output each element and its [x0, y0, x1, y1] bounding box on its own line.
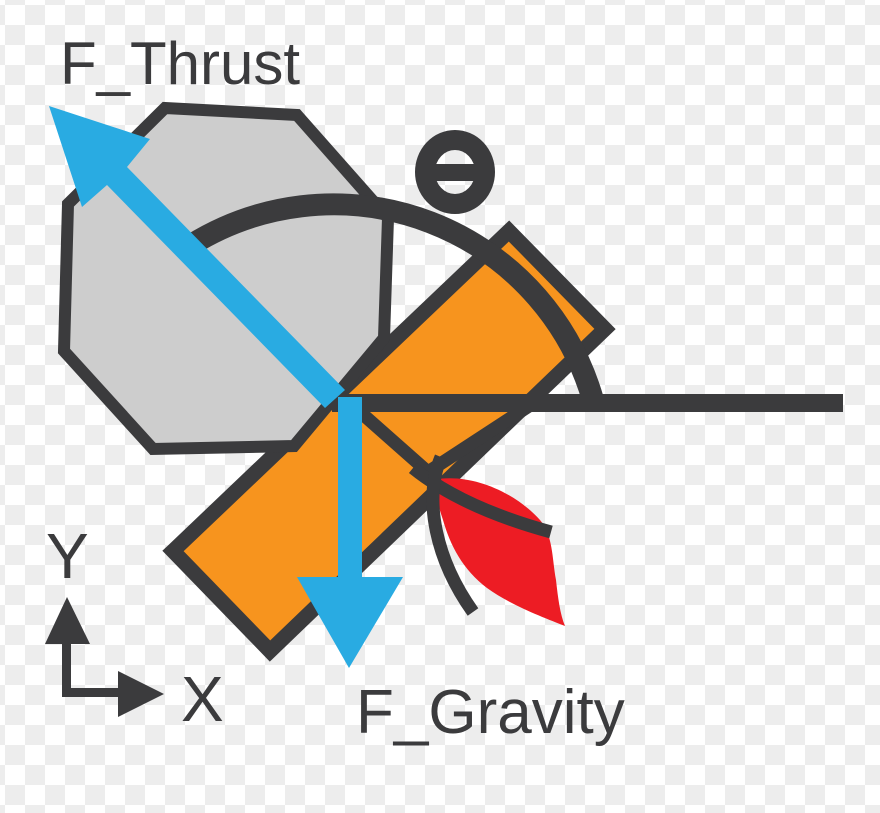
- gravity-label: F_Gravity: [356, 678, 625, 747]
- gravity-arrow: [297, 397, 403, 668]
- x-axis-label: X: [181, 663, 224, 735]
- x-axis-arrow: [62, 671, 164, 717]
- exhaust-line-right: [408, 462, 553, 539]
- exhaust-line-left: [426, 454, 479, 616]
- y-axis-label: Y: [46, 520, 89, 592]
- angle-arc: [185, 193, 604, 404]
- flame: [432, 478, 565, 626]
- theta-symbol: [415, 130, 495, 214]
- thrust-label: F_Thrust: [60, 30, 300, 97]
- thrust-arrow: [49, 106, 345, 408]
- y-axis-arrow: [45, 597, 90, 697]
- axes-group: [45, 597, 164, 717]
